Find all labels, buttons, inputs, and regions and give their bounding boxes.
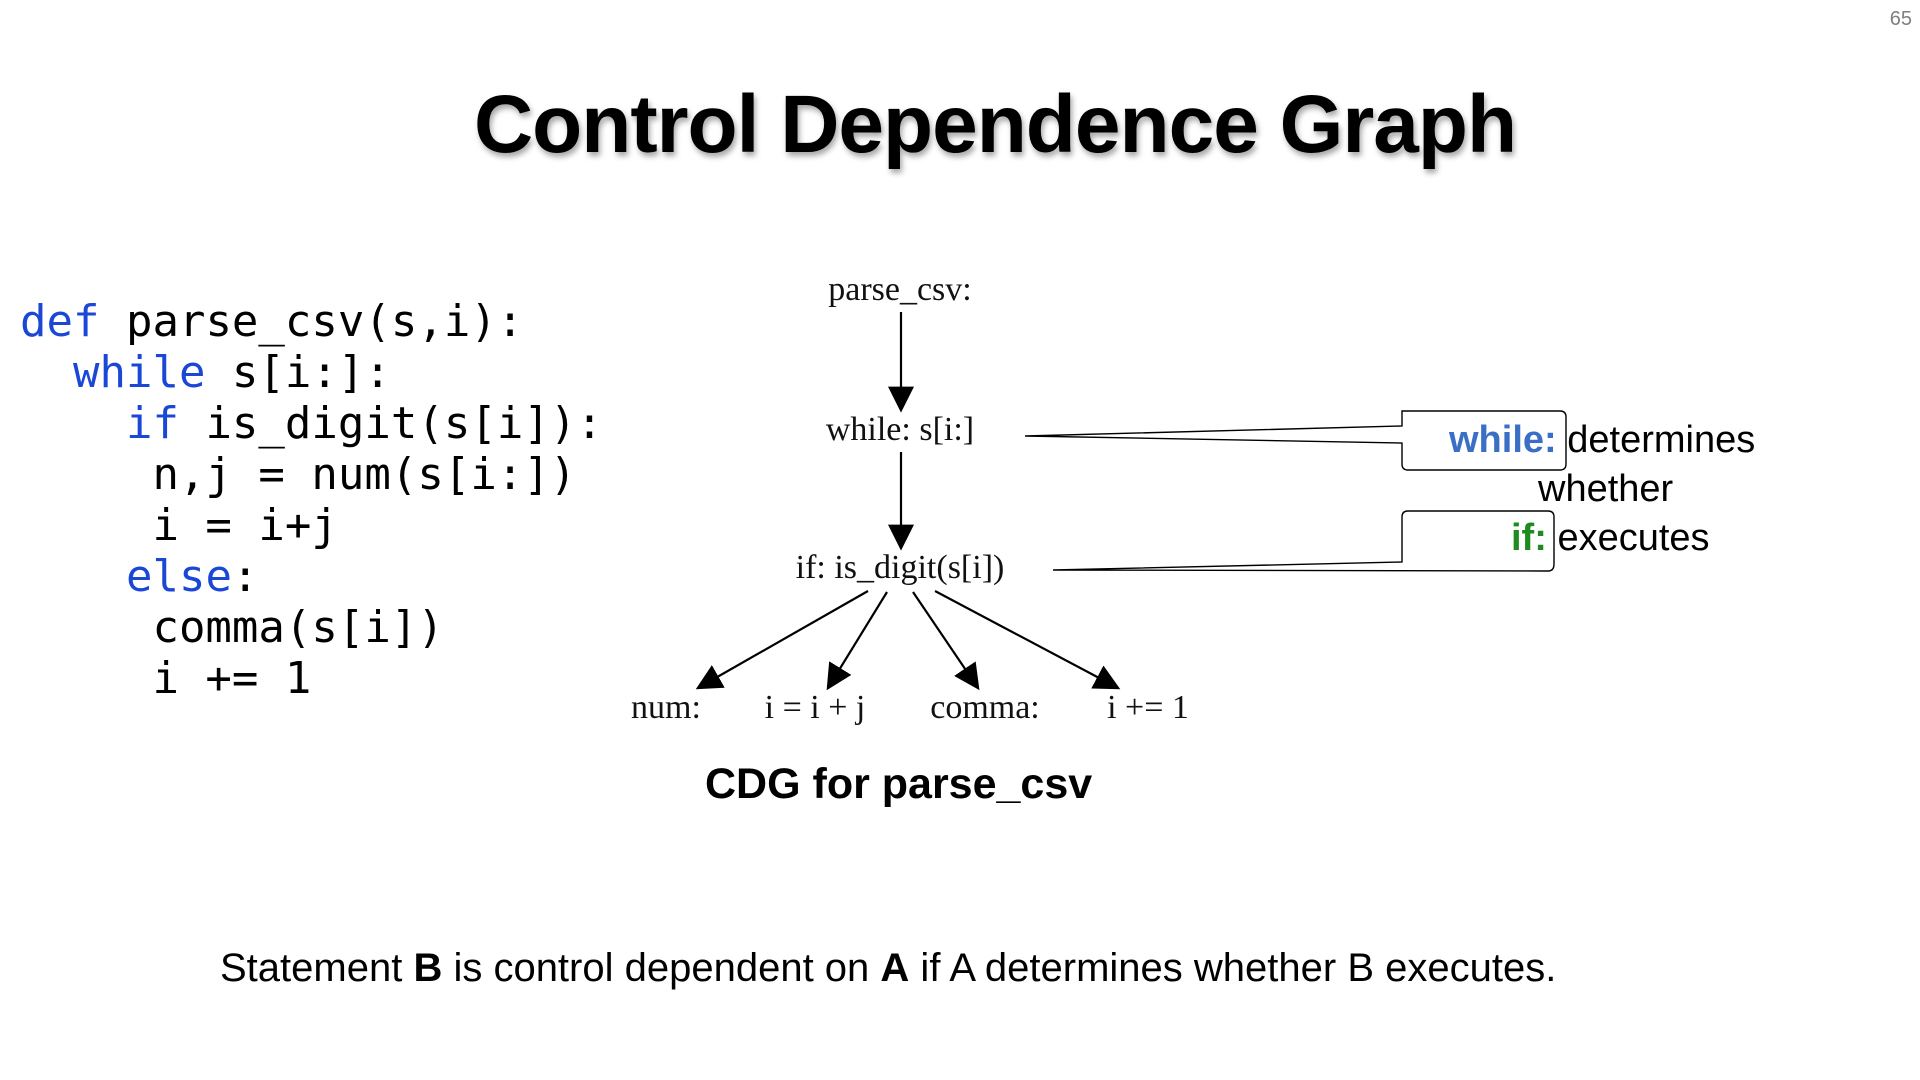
annotation-if-line: if: executes (1511, 517, 1710, 560)
node-increment: i += 1 (1107, 689, 1189, 726)
slide-number: 65 (1889, 8, 1912, 30)
node-num: num: (631, 689, 701, 726)
code-text: n,j = num(s[i:]) (152, 449, 577, 500)
code-line: if is_digit(s[i]): (20, 398, 603, 449)
node-assign: i = i + j (765, 689, 866, 726)
code-keyword: while (72, 347, 206, 398)
node-if: if: is_digit(s[i]) (796, 549, 1005, 586)
definition-part3: if A determines whether B executes. (909, 946, 1557, 990)
code-line: while s[i:]: (20, 347, 603, 398)
code-keyword: def (20, 296, 100, 347)
edge-if-to-num (695, 590, 869, 690)
slide-title: Control Dependence Graph (473, 79, 1517, 170)
edge-if-to-increment (934, 590, 1121, 690)
code-text: comma(s[i]) (152, 602, 444, 653)
diagram-caption: CDG for parse_csv (705, 760, 1093, 808)
code-text: s[i:]: (205, 347, 391, 398)
code-keyword: else (125, 551, 232, 602)
annotation-if-text: executes (1557, 517, 1710, 559)
code-keyword: if (125, 398, 179, 449)
annotation-middle-text: whether (1538, 468, 1674, 510)
annotation-while-line: while: determines (1449, 419, 1755, 462)
code-line: comma(s[i]) (20, 602, 603, 653)
node-comma: comma: (930, 689, 1040, 726)
node-while: while: s[i:] (826, 411, 974, 448)
annotation-while-keyword: while: (1449, 419, 1557, 461)
code-text: : (231, 551, 259, 602)
node-parse-csv: parse_csv: (828, 271, 972, 308)
code-text: parse_csv(s,i): (99, 296, 524, 347)
if-callout-box (1052, 510, 1555, 572)
code-line: i = i+j (20, 500, 603, 551)
definition-b: B (413, 946, 443, 990)
definition-part2: is control dependent on (442, 946, 881, 990)
code-text: i = i+j (152, 500, 338, 551)
annotation-if-keyword: if: (1511, 517, 1547, 559)
while-callout-box (1024, 410, 1567, 471)
definition-text: Statement B is control dependent on A if… (220, 946, 1556, 991)
code-text: is_digit(s[i]): (178, 398, 603, 449)
edge-if-to-comma (912, 591, 980, 691)
annotation-middle-line: whether (1538, 468, 1673, 511)
code-line: n,j = num(s[i:]) (20, 449, 603, 500)
code-line: def parse_csv(s,i): (20, 296, 603, 347)
definition-a: A (880, 946, 910, 990)
code-text: i += 1 (152, 653, 312, 704)
annotation-while-text: determines (1567, 419, 1756, 461)
edge-if-to-assign (826, 591, 888, 691)
code-line: i += 1 (20, 653, 603, 704)
definition-part1: Statement (220, 946, 414, 990)
code-line: else: (20, 551, 603, 602)
code-block: def parse_csv(s,i): while s[i:]: if is_d… (20, 296, 603, 704)
